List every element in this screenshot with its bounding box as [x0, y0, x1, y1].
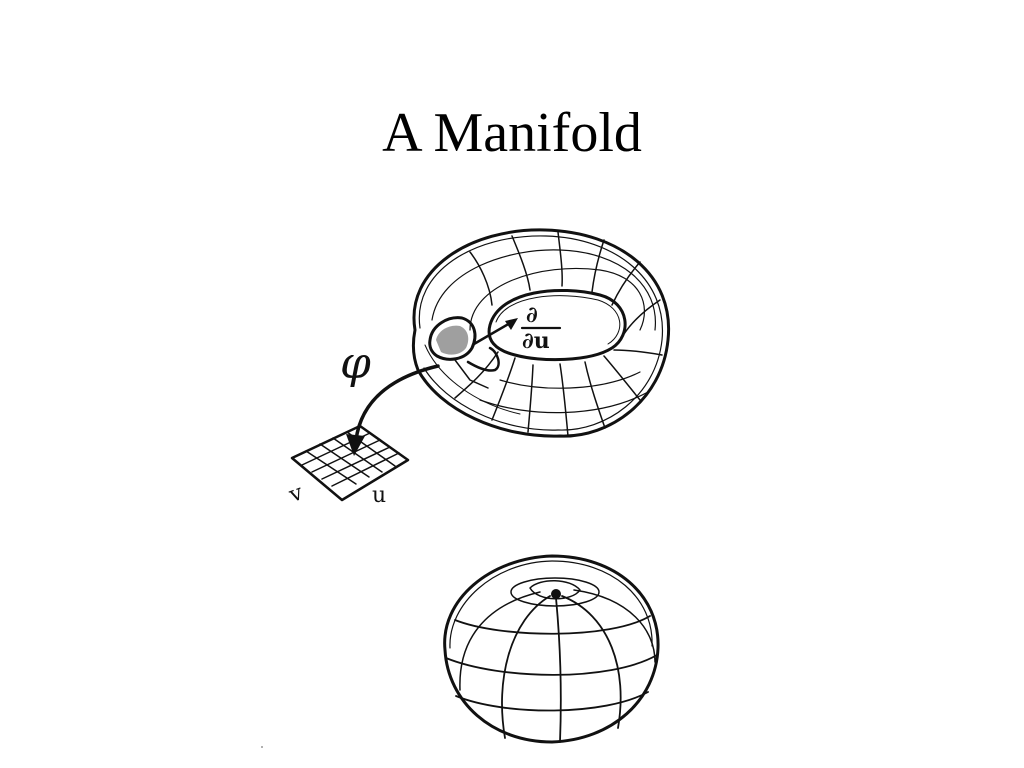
torus-outer-edge: [411, 228, 671, 438]
torus-parallels: [424, 249, 656, 415]
chart-map-label: φ: [340, 338, 371, 389]
torus-patch-shade: [436, 325, 469, 355]
patch-axis-u: u: [372, 483, 386, 508]
torus-meridians: [454, 231, 663, 437]
torus-inner-rim: [469, 267, 645, 331]
tangent-numerator: ∂: [526, 302, 538, 328]
torus-outer-edge-sketch: [418, 235, 664, 431]
sphere-drawing: [443, 554, 660, 744]
sphere-pole-loop: [510, 577, 600, 607]
sphere-outline-sketch: [449, 560, 653, 649]
tangent-denominator: ∂u: [522, 328, 550, 354]
torus-hole-edge: [487, 289, 627, 362]
sphere-outline: [443, 554, 660, 744]
torus-patch-cutaway: [466, 346, 500, 372]
torus-patch-outline: [428, 316, 477, 361]
sphere-parallels: [445, 615, 658, 712]
slide-title: A Manifold: [382, 102, 642, 164]
patch-axis-v: v: [285, 480, 307, 508]
coordinate-patch: [290, 424, 410, 502]
tangent-vector: [472, 318, 518, 346]
stray-mark: [261, 746, 263, 748]
sphere-meridians: [459, 589, 656, 743]
torus-hole-sketch: [495, 295, 621, 345]
torus-drawing: [411, 228, 671, 438]
sphere-pole-point: [551, 589, 561, 599]
